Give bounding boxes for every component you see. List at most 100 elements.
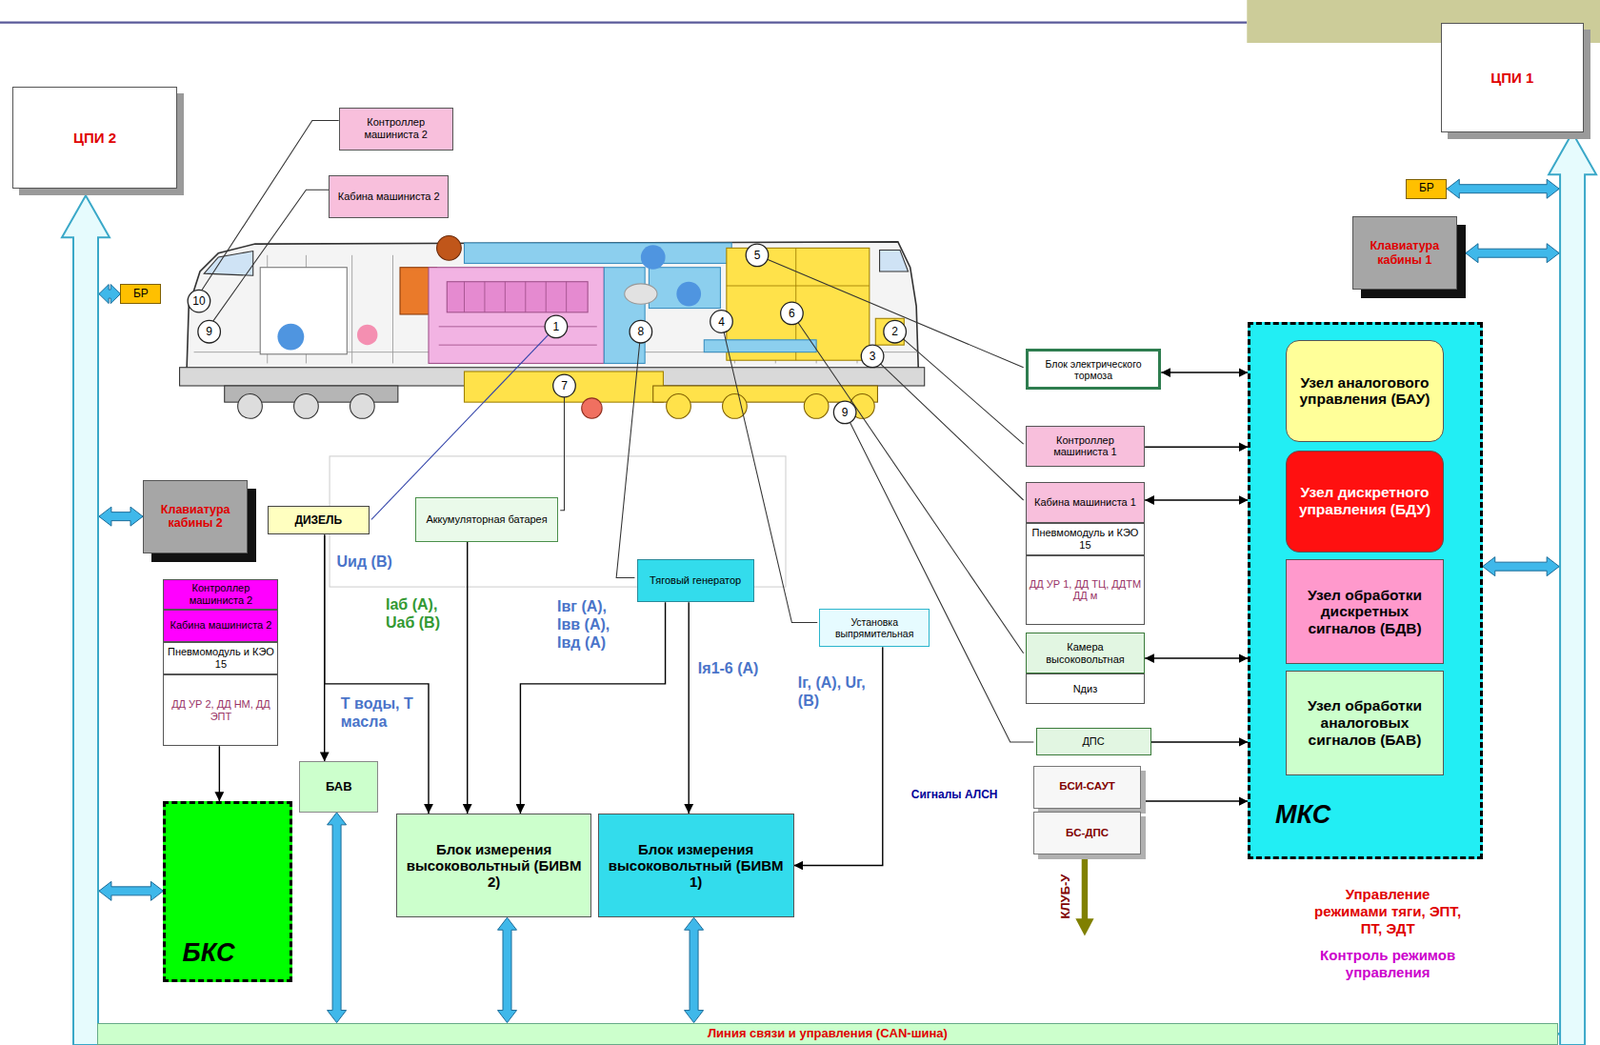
connector-path: [1144, 499, 1248, 500]
signal-arrow: [1144, 500, 1248, 501]
connector-path: [61, 195, 110, 1045]
saut-box: БС-ДПС: [1033, 811, 1141, 855]
connector-route: [1482, 566, 1573, 1035]
generator-box: Тяговый генератор: [637, 559, 755, 602]
node-text: Пневмомодуль и КЭО 15: [166, 645, 275, 670]
pneumo-box: Пневмомодуль и КЭО 15: [1025, 522, 1145, 556]
connector-path: [684, 917, 704, 1022]
callout-circle: [198, 320, 221, 343]
locomotive-illustration: [277, 323, 304, 351]
callout-circle: [629, 320, 653, 343]
control-unit: Узел аналогового управления (БАУ): [1285, 340, 1444, 442]
connector-group: [61, 132, 1597, 1045]
signal-label: Iаб (А), Uаб (В): [385, 595, 460, 632]
locomotive-illustration: [703, 340, 817, 353]
locomotive-illustration: [357, 324, 378, 345]
callout-number: 1: [553, 320, 560, 334]
locomotive-illustration: [351, 255, 353, 364]
locomotive-illustration: [803, 394, 829, 420]
connector-path: [327, 812, 347, 1023]
keyboard-box: Клавиатура кабины 1: [1352, 216, 1458, 290]
locomotive-illustration: [437, 236, 462, 261]
leader-line: [560, 385, 564, 511]
node-text: Контроллер машиниста 2: [166, 581, 275, 606]
node-text: Кабина машиниста 2: [166, 619, 275, 632]
speed-box: Nдиз: [1025, 673, 1145, 704]
locomotive-illustration: [640, 244, 666, 270]
connector-path: [794, 646, 883, 865]
leader-line: [791, 313, 1023, 654]
radio-box: БР: [1405, 179, 1447, 200]
node-text: ЦПИ 1: [1445, 69, 1580, 86]
header-rule: [0, 0, 1600, 43]
node-text: Блок измерения высоковольтный (БИВМ 2): [404, 840, 584, 891]
signal-arrow: [688, 601, 690, 814]
signal-arrow: [1160, 372, 1248, 374]
locomotive-illustration: [446, 281, 588, 313]
connector-path: [466, 541, 468, 814]
locomotive-illustration: [238, 394, 263, 420]
locomotive-illustration: [726, 285, 870, 287]
node-text: ДПС: [1040, 735, 1147, 748]
connector-path: [1160, 371, 1248, 373]
callout-number: 8: [638, 324, 645, 339]
callout-number: 10: [192, 294, 205, 308]
link-arrow: [1482, 557, 1573, 1035]
connector-path: [688, 601, 690, 814]
node-text: Кабина машиниста 2: [333, 190, 444, 203]
connector-path: [1446, 179, 1560, 199]
signal-arrow: [466, 541, 468, 814]
callout-number: 9: [841, 405, 849, 420]
node-text: МКС: [1275, 800, 1331, 830]
node-text: Контроллер машиниста 1: [1030, 434, 1140, 459]
node-text: Пневмомодуль и КЭО 15: [1029, 526, 1141, 551]
node-text: Контроллер машиниста 2: [343, 116, 449, 140]
can-bus-band: Линия связи и управления (CAN-шина): [97, 1022, 1559, 1045]
bks-container: БКС: [162, 800, 293, 982]
callout-number: 7: [560, 379, 568, 393]
node-text: БКС: [182, 938, 236, 968]
node-text: Узел аналогового управления (БАУ): [1292, 374, 1438, 409]
leader-line: [872, 356, 1024, 500]
locomotive-illustration: [428, 267, 604, 364]
callout-number: 3: [869, 349, 877, 363]
callout-number: 2: [891, 324, 899, 339]
leader-line: [371, 326, 557, 520]
node-text: Камера высоковольтная: [1030, 640, 1140, 665]
locomotive-illustration: [294, 394, 320, 420]
node-text: Узел дискретного управления (БДУ): [1292, 483, 1438, 519]
connector-path: [520, 601, 665, 814]
locomotive-illustration: [565, 281, 567, 313]
locomotive-illustration: [439, 344, 598, 346]
cpu-box: ЦПИ 1: [1440, 22, 1584, 134]
callout-circle: [833, 400, 857, 424]
locomotive-illustration: [464, 242, 733, 263]
node-text: БР: [122, 287, 159, 301]
cab-controller-box: Контроллер машиниста 2: [162, 579, 279, 610]
node-text: Тяговый генератор: [641, 574, 750, 587]
callout-circle: [187, 289, 211, 313]
dps-box: ДПС: [1036, 727, 1152, 756]
callout-circle: [780, 301, 804, 325]
radio-box: БР: [120, 283, 161, 304]
note-text: Управление режимами тяги, ЭПТ, ПТ, ЭДТ: [1311, 885, 1465, 938]
signal-arrow: [1151, 740, 1249, 742]
locomotive-illustration: [180, 236, 925, 420]
mks-container: МКС Узел аналогового управления (БАУ) Узел…: [1247, 321, 1482, 860]
node-text: Линия связи и управления (CAN-шина): [101, 1026, 1554, 1041]
control-unit: Узел обработки аналоговых сигналов (БАВ): [1285, 670, 1444, 776]
pneumo-box: Пневмомодуль и КЭО 15: [162, 641, 279, 675]
klub-arrow: [1075, 855, 1094, 937]
callout-number: 5: [754, 248, 761, 262]
signal-arrow: [520, 601, 665, 814]
locomotive-illustration: [392, 255, 394, 364]
signal-label: Iя1-6 (А): [698, 659, 760, 678]
hv-chamber-box: Камера высоковольтная: [1025, 632, 1145, 674]
signal-label: Сигналы АЛСН: [911, 787, 999, 801]
signal-label: Т воды, Т масла: [340, 694, 427, 731]
leader-line: [757, 255, 1024, 368]
locomotive-illustration: [483, 281, 485, 313]
callout-circle: [710, 310, 734, 334]
sensor-list-box: ДД УР 2, ДД НМ, ДД ЭПТ: [162, 674, 279, 746]
